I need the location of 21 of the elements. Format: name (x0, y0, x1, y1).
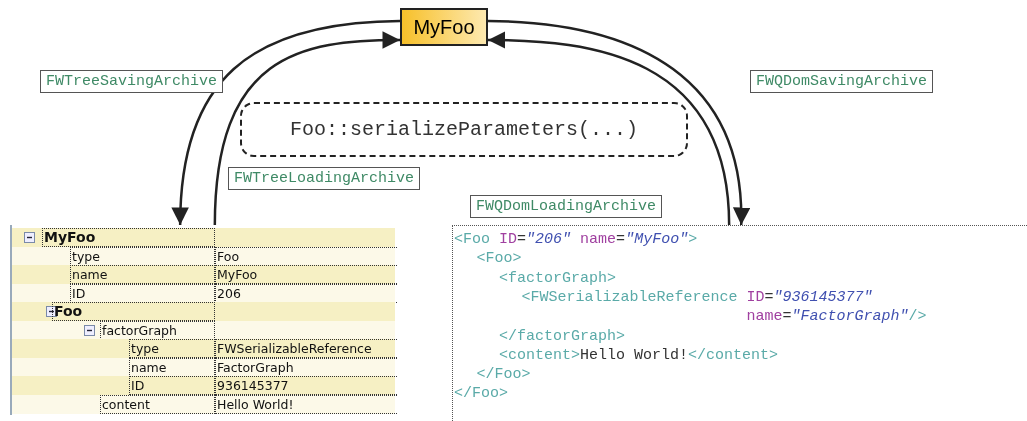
code-line: name="FactorGraph"/> (746, 307, 927, 327)
property-value: Hello World! (215, 394, 397, 414)
edge-label: FWQDomSavingArchive (750, 70, 934, 93)
edge-label: FWTreeLoadingArchive (228, 167, 421, 190)
xml-view-panel (452, 225, 1027, 421)
code-line: <FWSerializableReference ID="936145377" (521, 287, 873, 307)
arrow (172, 19, 401, 226)
code-line: <content>Hello World!</content> (499, 345, 779, 365)
method-box: Foo::serializeParameters(...) (240, 102, 688, 157)
code-line: </factorGraph> (499, 326, 626, 346)
code-line: <Foo> (476, 249, 522, 269)
tree-item-label: content (100, 394, 215, 414)
object-box: MyFoo (400, 8, 488, 46)
code-line: <Foo ID="206" name="MyFoo"> (454, 230, 698, 249)
tree-view-panel (10, 225, 395, 415)
arrow (213, 31, 400, 226)
code-line: </Foo> (454, 384, 509, 404)
edge-label: FWQDomLoadingArchive (470, 195, 663, 218)
code-line: </Foo> (476, 365, 531, 385)
code-line: <factorGraph> (499, 268, 617, 288)
edge-label: FWTreeSavingArchive (40, 70, 224, 93)
